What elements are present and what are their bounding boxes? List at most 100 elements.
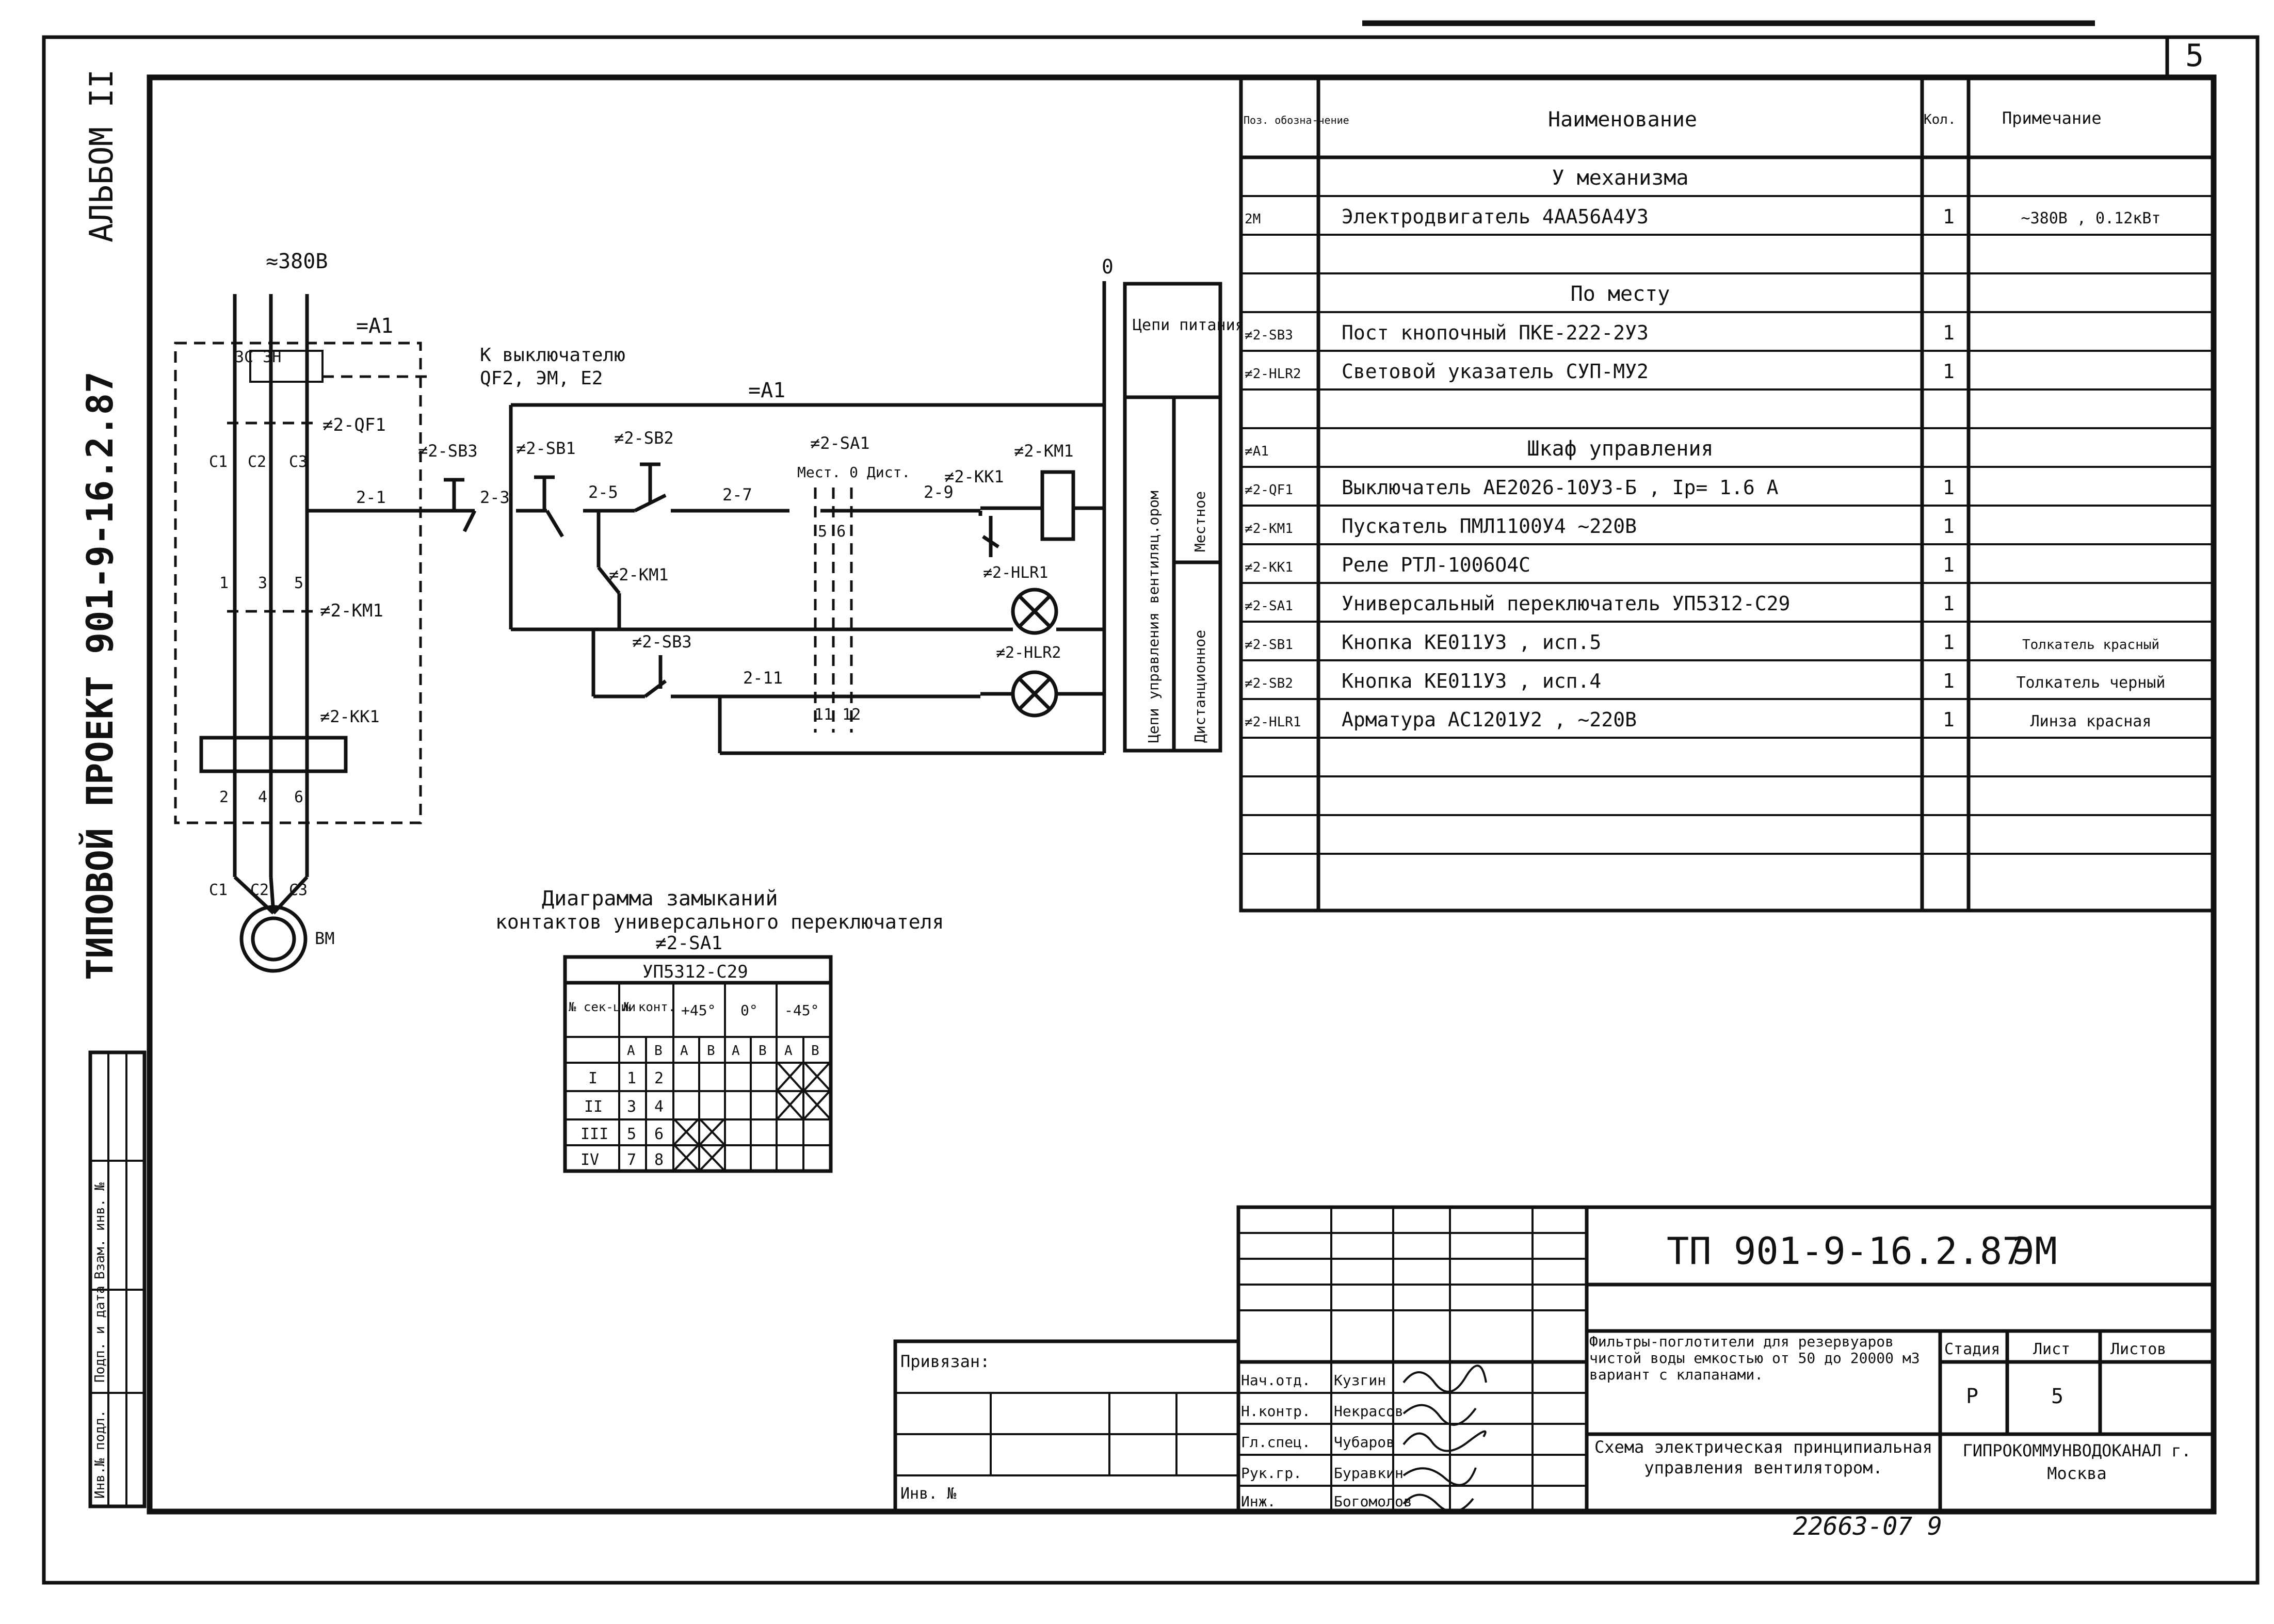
- tb-org: ГИПРОКОММУНВОДОКАНАЛ г. Москва: [1962, 1441, 2191, 1483]
- h-pos-3: -45°: [784, 1002, 819, 1019]
- spec-pos: ≠2-HLR1: [1245, 714, 1301, 730]
- wire-2-5: 2-5: [588, 482, 618, 502]
- sub-3: А: [680, 1043, 688, 1059]
- title-block: ТП 901-9-16.2.87 ЭМ Нач.отд. Н.контр. Гл…: [893, 1205, 2216, 1514]
- row-4-sec: IV: [580, 1151, 599, 1169]
- spec-pos: ≠2-KM1: [1245, 521, 1293, 537]
- row-1-c1: 1: [627, 1069, 636, 1087]
- wire-2-1: 2-1: [356, 488, 386, 507]
- spec-qty: 1: [1943, 205, 1955, 228]
- sb2-label: ≠2-SB2: [614, 428, 674, 448]
- sub-2: В: [654, 1043, 663, 1059]
- spec-qty: 1: [1943, 360, 1955, 383]
- term-top-2: С2: [248, 453, 266, 471]
- row-2-sec: II: [584, 1098, 603, 1116]
- wire-2-11: 2-11: [743, 668, 783, 688]
- sub-1: А: [627, 1043, 635, 1059]
- tb-name-5: Богомолов: [1334, 1493, 1412, 1510]
- spec-pos: ≠А1: [1245, 444, 1269, 459]
- h-pos-1: +45°: [681, 1002, 716, 1019]
- wire-2-3: 2-3: [480, 488, 510, 507]
- spec-name: У механизма: [1552, 166, 1689, 190]
- spec-note: Толкатель красный: [2022, 637, 2159, 653]
- spec-name: По месту: [1571, 282, 1670, 306]
- kk1-main-label: ≠2-KK1: [320, 707, 380, 726]
- spec-qty: 1: [1943, 708, 1955, 731]
- row-4-c1: 7: [627, 1151, 636, 1169]
- diagram-title-3: ≠2-SA1: [655, 933, 722, 954]
- spec-table: Поз. обозна-чение Наименование Кол. Прим…: [1239, 75, 2216, 913]
- sa1-dist: Дист.: [867, 464, 910, 481]
- switch-diagram: Диаграмма замыканий контактов универсаль…: [495, 887, 944, 1173]
- km1-coil-label: ≠2-KM1: [1014, 441, 1074, 461]
- spec-qty: 1: [1943, 670, 1955, 692]
- zero-label: 0: [1102, 255, 1114, 278]
- spec-pos: 2М: [1245, 212, 1261, 227]
- tb-inv: Инв. №: [900, 1485, 956, 1503]
- spec-qty: 1: [1943, 631, 1955, 654]
- tb-sheet-h: Лист: [2033, 1340, 2070, 1358]
- row-2-c2: 4: [654, 1098, 664, 1116]
- spec-h-name: Наименование: [1548, 108, 1697, 132]
- tb-role-3: Гл.спец.: [1241, 1434, 1311, 1451]
- row-4-c2: 8: [654, 1151, 664, 1169]
- wire-2-9: 2-9: [924, 482, 954, 502]
- spec-note: Линза красная: [2030, 712, 2152, 730]
- spec-pos: ≠2-SB1: [1245, 637, 1293, 653]
- hl2-label: ≠2-HLR2: [996, 644, 1061, 662]
- spec-name: Шкаф управления: [1527, 437, 1713, 461]
- spec-pos: ≠2-SA1: [1245, 598, 1293, 614]
- term-top-3: С3: [289, 453, 308, 471]
- spec-pos: ≠2-HLR2: [1245, 366, 1301, 382]
- zone-power: Цепи питания: [1133, 316, 1245, 334]
- tb-name-1: Кузгин: [1334, 1372, 1386, 1389]
- zone-control: Цепи управления вентиляц.ором: [1145, 491, 1162, 743]
- to-switch-2: QF2, ЭМ, Е2: [480, 368, 603, 389]
- sub-6: В: [759, 1043, 767, 1059]
- h-section: № сек-ции: [569, 1000, 636, 1014]
- vertical-title: ТИПОВОЙ ПРОЕКТ 901-9-16.2.87: [79, 371, 121, 980]
- spec-name: Пускатель ПМЛ1100У4 ~220В: [1342, 515, 1637, 538]
- tb-name-3: Чубаров: [1334, 1434, 1395, 1451]
- term-motor-3: С3: [289, 881, 308, 899]
- row-3-sec: III: [580, 1125, 608, 1143]
- spec-note: Толкатель черный: [2017, 674, 2166, 692]
- row-3-c2: 6: [654, 1125, 664, 1143]
- spec-qty: 1: [1943, 554, 1955, 576]
- sub-8: В: [811, 1043, 819, 1059]
- tb-name-4: Буравкин: [1334, 1465, 1404, 1482]
- spec-pos: ≠2-KK1: [1245, 560, 1293, 575]
- hl1-label: ≠2-HLR1: [983, 564, 1048, 582]
- strip-replace: Взам. инв. №: [92, 1182, 108, 1279]
- spec-pos: ≠2-QF1: [1245, 482, 1293, 498]
- strip-sign: Подп. и дата: [92, 1286, 108, 1383]
- spec-name: Реле РТЛ-1006О4С: [1342, 554, 1530, 576]
- spec-name: Универсальный переключатель УП5312-С29: [1342, 592, 1790, 615]
- diagram-title-1: Диаграмма замыканий: [542, 887, 778, 911]
- tb-sheet: 5: [2051, 1385, 2063, 1408]
- tb-stage-h: Стадия: [1944, 1340, 2000, 1358]
- row-1-sec: I: [588, 1069, 598, 1087]
- term-motor-1: С1: [209, 881, 228, 899]
- term-low-2: 4: [258, 788, 267, 806]
- term-motor-2: С2: [250, 881, 269, 899]
- spec-name: Пост кнопочный ПКЕ-222-2У3: [1342, 321, 1649, 344]
- spec-qty: 1: [1943, 515, 1955, 538]
- tb-role-2: Н.контр.: [1241, 1403, 1311, 1420]
- sa-contacts-low: 11 12: [814, 706, 861, 724]
- spec-pos: ≠2-SB3: [1245, 328, 1293, 343]
- supply-label: ≈380В: [266, 250, 328, 273]
- spec-h-qty: Кол.: [1924, 112, 1956, 127]
- term-low-1: 2: [219, 788, 229, 806]
- strip-inv: Инв.№ подл.: [92, 1410, 108, 1499]
- km1-contact-label: ≠2-KM1: [609, 565, 669, 584]
- tb-role-5: Инж.: [1241, 1493, 1276, 1510]
- spec-qty: 1: [1943, 321, 1955, 344]
- tb-stage: Р: [1966, 1385, 1978, 1408]
- term-top-1: С1: [209, 453, 228, 471]
- spec-note: ~380В , 0.12кВт: [2021, 209, 2161, 228]
- wire-2-7: 2-7: [722, 485, 752, 505]
- sa1-mest: Мест. 0: [797, 464, 858, 481]
